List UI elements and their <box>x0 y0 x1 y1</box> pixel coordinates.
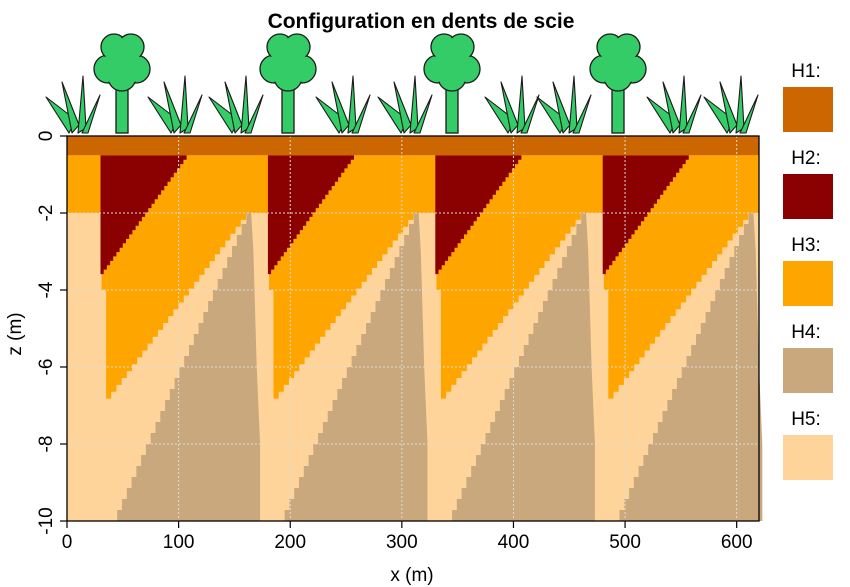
horizon-h1-layer <box>67 136 759 156</box>
legend-swatch <box>783 87 833 132</box>
grass-icon <box>536 75 592 134</box>
x-tick-label: 500 <box>609 532 641 553</box>
horizon-h2-wedge <box>100 155 190 279</box>
horizon-h3-wedge <box>273 213 419 406</box>
legend-label: H4: <box>791 322 821 343</box>
y-tick-label: -6 <box>36 359 57 376</box>
x-tick-label: 600 <box>721 532 753 553</box>
grass-icon <box>703 75 759 134</box>
grass-icon <box>377 75 433 134</box>
x-tick-label: 100 <box>163 532 195 553</box>
horizon-h2-wedge <box>435 155 525 279</box>
tree-icon <box>423 33 481 134</box>
plot-frame <box>66 135 760 522</box>
x-axis-label: x (m) <box>390 565 433 586</box>
grass-icon <box>45 75 101 134</box>
grass-icon <box>484 75 540 134</box>
x-tick-label: 300 <box>386 532 418 553</box>
horizon-h2-wedge <box>602 155 692 279</box>
legend-swatch <box>783 348 833 393</box>
legend-label: H3: <box>791 235 821 256</box>
y-tick-label: -2 <box>36 205 57 222</box>
x-axis: 0 100 200 300 400 500 600 <box>62 521 753 553</box>
plot-area <box>67 136 763 521</box>
horizon-h2-wedge <box>267 155 358 279</box>
tree-icon <box>93 33 151 134</box>
vegetation-illustration <box>45 33 759 134</box>
y-tick-label: 0 <box>36 131 57 142</box>
tree-icon <box>589 33 647 134</box>
chart-title: Configuration en dents de scie <box>268 10 575 33</box>
legend-swatch <box>783 261 833 306</box>
legend-label: H2: <box>791 148 821 169</box>
legend-label: H5: <box>791 409 821 430</box>
legend: H1: H2: H3: H4: H5: <box>783 61 833 480</box>
horizon-h3-wedge <box>106 213 252 406</box>
x-tick-label: 200 <box>274 532 306 553</box>
y-tick-label: -8 <box>36 436 57 453</box>
x-tick-label: 400 <box>498 532 530 553</box>
x-tick-label: 0 <box>62 532 73 553</box>
grass-icon <box>315 75 371 134</box>
tree-icon <box>259 33 317 134</box>
horizon-h3-wedge <box>608 213 754 406</box>
grass-icon <box>646 75 702 134</box>
y-axis: 0 -2 -4 -6 -8 -10 <box>36 131 67 535</box>
y-tick-label: -4 <box>36 281 57 298</box>
legend-swatch <box>783 174 833 219</box>
grass-icon <box>147 75 203 134</box>
legend-swatch <box>783 435 833 480</box>
legend-label: H1: <box>791 61 821 82</box>
y-tick-label: -10 <box>36 507 57 534</box>
grass-icon <box>208 75 264 134</box>
y-axis-label: z (m) <box>5 312 26 355</box>
